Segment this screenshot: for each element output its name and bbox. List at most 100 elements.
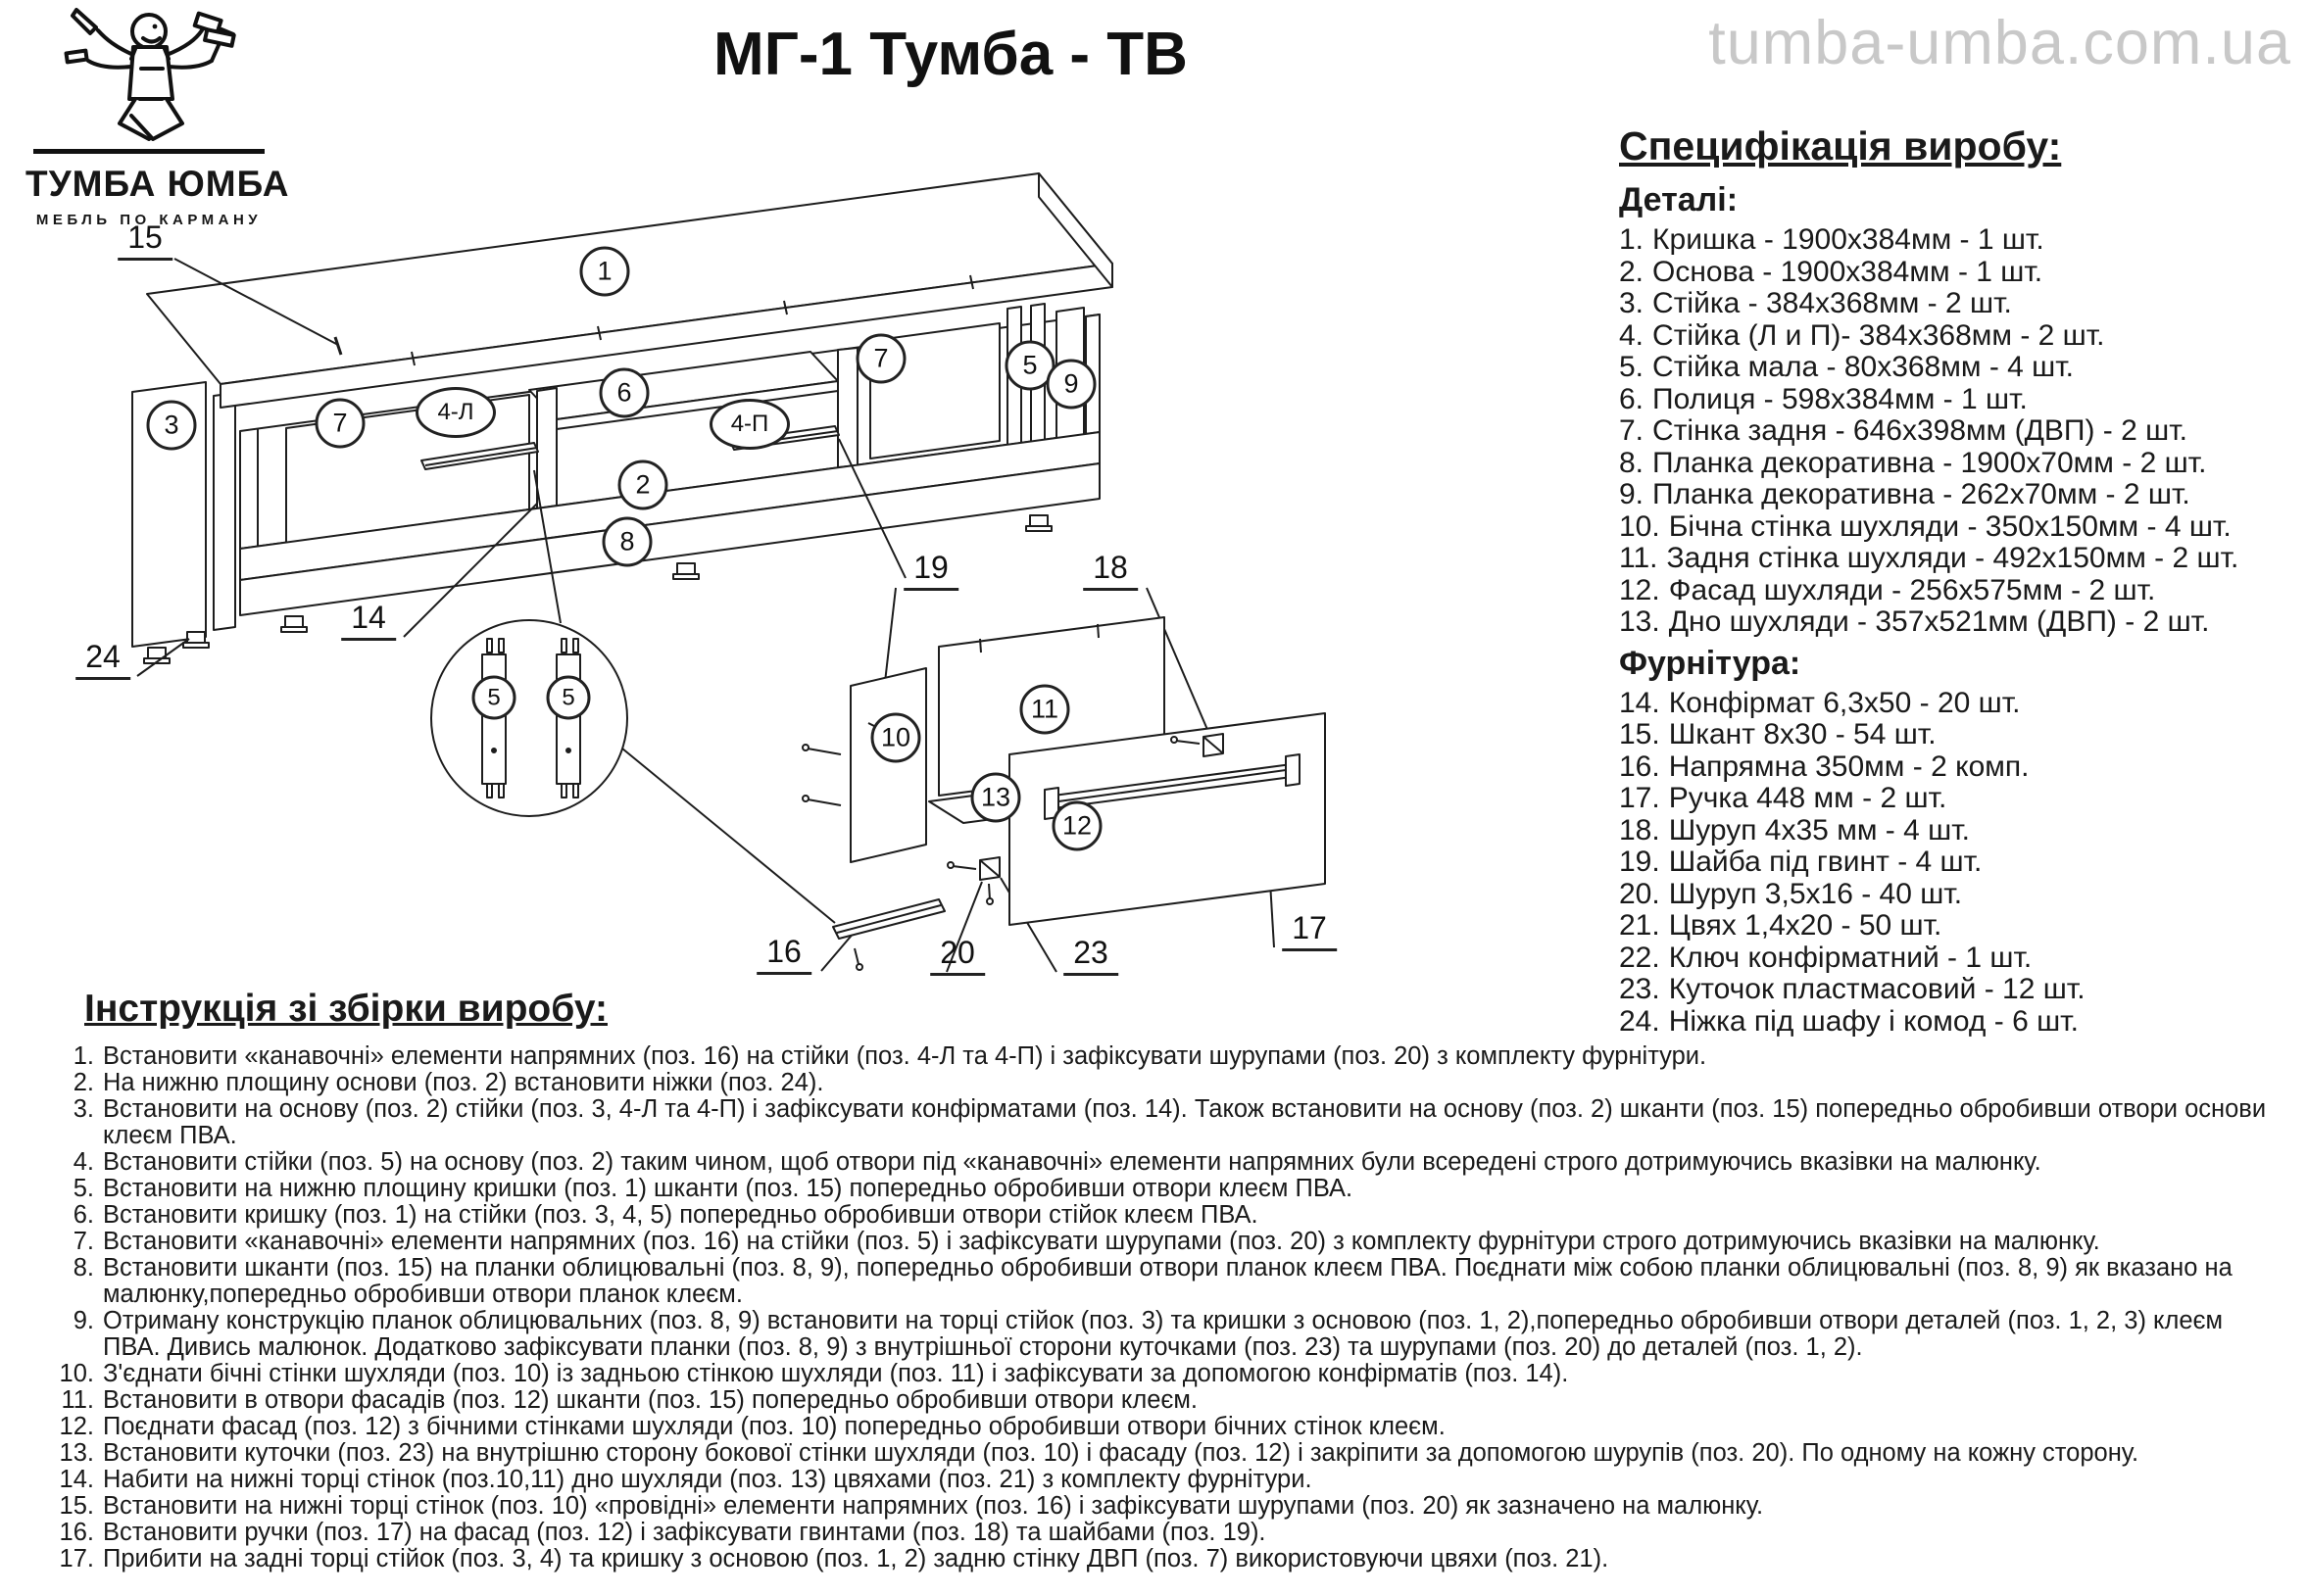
instruction-number: 10. [59, 1360, 94, 1387]
spec-item: 5.Стійка мала - 80х368мм - 4 шт. [1619, 351, 2303, 384]
spec-item-text: Основа - 1900х384мм - 1 шт. [1652, 255, 2043, 288]
instruction-text: Встановити шканти (поз. 15) на планки об… [103, 1254, 2233, 1308]
watermark: tumba-umba.com.ua [1708, 9, 2291, 77]
instruction-text: Отриману конструкцію планок облицювальни… [103, 1307, 2224, 1361]
spec-item-text: Бічна стінка шухляди - 350х150мм - 4 шт. [1668, 509, 2232, 543]
spec-item-text: Ніжка під шафу і комод - 6 шт. [1668, 1004, 2079, 1038]
spec-item-text: Задня стінка шухляди - 492х150мм - 2 шт. [1666, 542, 2239, 574]
diagram-callout: 5 [471, 675, 516, 720]
spec-item: 24.Ніжка під шафу і комод - 6 шт. [1619, 1004, 2303, 1039]
spec-item-text: Фасад шухляди - 256х575мм - 2 шт. [1668, 573, 2156, 606]
instruction-item: 8.Встановити шканти (поз. 15) на планки … [29, 1255, 2280, 1308]
spec-item: 19.Шайба під гвинт - 4 шт. [1619, 846, 2303, 879]
page-title: МГ-1 Тумба - ТВ [713, 21, 1188, 88]
instruction-item: 11.Встановити в отвори фасадів (поз. 12)… [29, 1387, 2280, 1414]
spec-item-text: Планка декоративна - 262х70мм - 2 шт. [1652, 478, 2190, 510]
instruction-text: Встановити стійки (поз. 5) на основу (по… [103, 1148, 2041, 1176]
instruction-text: З'єднати бічні стінки шухляди (поз. 10) … [103, 1360, 1569, 1387]
diagram-callout: 19 [904, 550, 958, 591]
diagram-callout: 7 [856, 333, 907, 384]
diagram-callout: 9 [1046, 359, 1097, 410]
instruction-item: 3.Встановити на основу (поз. 2) стійки (… [29, 1096, 2280, 1149]
spec-item: 3.Стійка - 384х368мм - 2 шт. [1619, 287, 2303, 320]
spec-item-number: 9. [1619, 478, 1644, 510]
instruction-text: Встановити «канавочні» елементи напрямни… [103, 1228, 2100, 1255]
instruction-text: Встановити на нижню площину кришки (поз.… [103, 1175, 1353, 1202]
spec-item-number: 10. [1619, 509, 1660, 543]
instructions-heading: Інструкція зі збірки виробу: [84, 988, 608, 1030]
instruction-number: 13. [59, 1439, 94, 1467]
instruction-item: 2. На нижню площину основи (поз. 2) встан… [29, 1070, 2280, 1096]
spec-hardware-list: 14.Конфірмат 6,3х50 - 20 шт.15.Шкант 8х3… [1619, 686, 2303, 1039]
spec-item-text: Шайба під гвинт - 4 шт. [1668, 846, 1983, 878]
tv-stand-line-art [131, 172, 1113, 664]
magnifier-detail [430, 619, 628, 817]
instruction-text: Встановити на основу (поз. 2) стійки (по… [103, 1095, 2267, 1149]
instruction-item: 4. Встановити стійки (поз. 5) на основу (… [29, 1149, 2280, 1176]
instruction-number: 11. [61, 1386, 94, 1414]
diagram-callout: 24 [75, 639, 130, 680]
spec-item: 14.Конфірмат 6,3х50 - 20 шт. [1619, 686, 2303, 720]
spec-item-text: Шкант 8х30 - 54 шт. [1668, 718, 1937, 750]
instruction-item: 12.Поєднати фасад (поз. 12) з бічними ст… [29, 1414, 2280, 1440]
instruction-text: Встановити куточки (поз. 23) на внутрішн… [103, 1439, 2139, 1467]
spec-hardware-heading: Фурнітура: [1619, 644, 1801, 682]
spec-details-heading: Деталі: [1619, 181, 1739, 218]
spec-item: 17.Ручка 448 мм - 2 шт. [1619, 782, 2303, 815]
instruction-number: 6. [73, 1201, 94, 1229]
instruction-number: 2. [73, 1069, 94, 1096]
logo-brand: ТУМБА ЮМБА [25, 164, 290, 204]
spec-item-number: 1. [1619, 223, 1644, 256]
spec-item: 8.Планка декоративна - 1900х70мм - 2 шт. [1619, 446, 2303, 480]
spec-item-text: Кришка - 1900х384мм - 1 шт. [1652, 223, 2044, 256]
spec-item-number: 7. [1619, 414, 1644, 447]
spec-item-number: 22. [1619, 941, 1660, 974]
spec-details-list: 1.Кришка - 1900х384мм - 1 шт.2.Основа - … [1619, 223, 2303, 639]
diagram-callout: 4-Л [416, 387, 496, 438]
spec-item: 22.Ключ конфірматний - 1 шт. [1619, 941, 2303, 975]
instruction-text: Набити на нижні торці стінок (поз.10,11)… [103, 1466, 1312, 1493]
spec-item-number: 15. [1619, 718, 1660, 750]
instruction-item: 16.Встановити ручки (поз. 17) на фасад (… [29, 1520, 2280, 1546]
spec-item: 15.Шкант 8х30 - 54 шт. [1619, 718, 2303, 751]
spec-item-text: Полиця - 598х384мм - 1 шт. [1652, 382, 2028, 415]
instructions-list: 1. Встановити «канавочні» елементи напрям… [29, 1043, 2280, 1572]
instruction-item: 10. З'єднати бічні стінки шухляди (поз. 1… [29, 1361, 2280, 1387]
diagram-callout: 12 [1052, 800, 1103, 851]
diagram-callout: 20 [930, 935, 985, 976]
spec-item-number: 4. [1619, 318, 1644, 352]
spec-item-text: Стійка (Л и П)- 384х368мм - 2 шт. [1652, 318, 2105, 352]
instruction-number: 14. [59, 1466, 94, 1493]
spec-item-number: 11. [1619, 542, 1658, 574]
spec-item: 7.Стінка задня - 646х398мм (ДВП) - 2 шт. [1619, 414, 2303, 448]
diagram-callout: 17 [1282, 910, 1337, 951]
instruction-number: 5. [73, 1175, 94, 1202]
instruction-number: 1. [73, 1042, 94, 1070]
diagram-callout: 13 [970, 772, 1021, 823]
diagram-callout: 16 [757, 934, 811, 975]
instruction-number: 4. [73, 1148, 94, 1176]
instruction-text: На нижню площину основи (поз. 2) встанов… [103, 1069, 824, 1096]
assembly-diagram [131, 172, 1326, 973]
spec-item: 1.Кришка - 1900х384мм - 1 шт. [1619, 223, 2303, 257]
instruction-number: 7. [73, 1228, 94, 1255]
spec-item-text: Цвях 1,4х20 - 50 шт. [1668, 909, 1942, 942]
spec-item-number: 24. [1619, 1004, 1660, 1038]
instruction-item: 6.Встановити кришку (поз. 1) на стійки (… [29, 1202, 2280, 1229]
spec-item-text: Конфірмат 6,3х50 - 20 шт. [1668, 686, 2021, 719]
spec-item-number: 8. [1619, 446, 1644, 479]
instruction-number: 15. [59, 1492, 94, 1520]
diagram-callout: 6 [599, 367, 650, 418]
spec-item-number: 19. [1619, 846, 1660, 878]
instruction-number: 12. [59, 1413, 94, 1440]
instruction-item: 9.Отриману конструкцію планок облицюваль… [29, 1308, 2280, 1361]
spec-item: 18.Шуруп 4х35 мм - 4 шт. [1619, 814, 2303, 847]
spec-item: 9.Планка декоративна - 262х70мм - 2 шт. [1619, 478, 2303, 511]
spec-item-number: 3. [1619, 287, 1644, 319]
diagram-callout: 1 [579, 246, 630, 297]
spec-item-text: Напрямна 350мм - 2 комп. [1668, 750, 2030, 783]
spec-item: 2.Основа - 1900х384мм - 1 шт. [1619, 255, 2303, 289]
instruction-item: 15.Встановити на нижні торці стінок (поз… [29, 1493, 2280, 1520]
spec-item: 21.Цвях 1,4х20 - 50 шт. [1619, 909, 2303, 943]
diagram-callout: 4-П [710, 399, 790, 450]
